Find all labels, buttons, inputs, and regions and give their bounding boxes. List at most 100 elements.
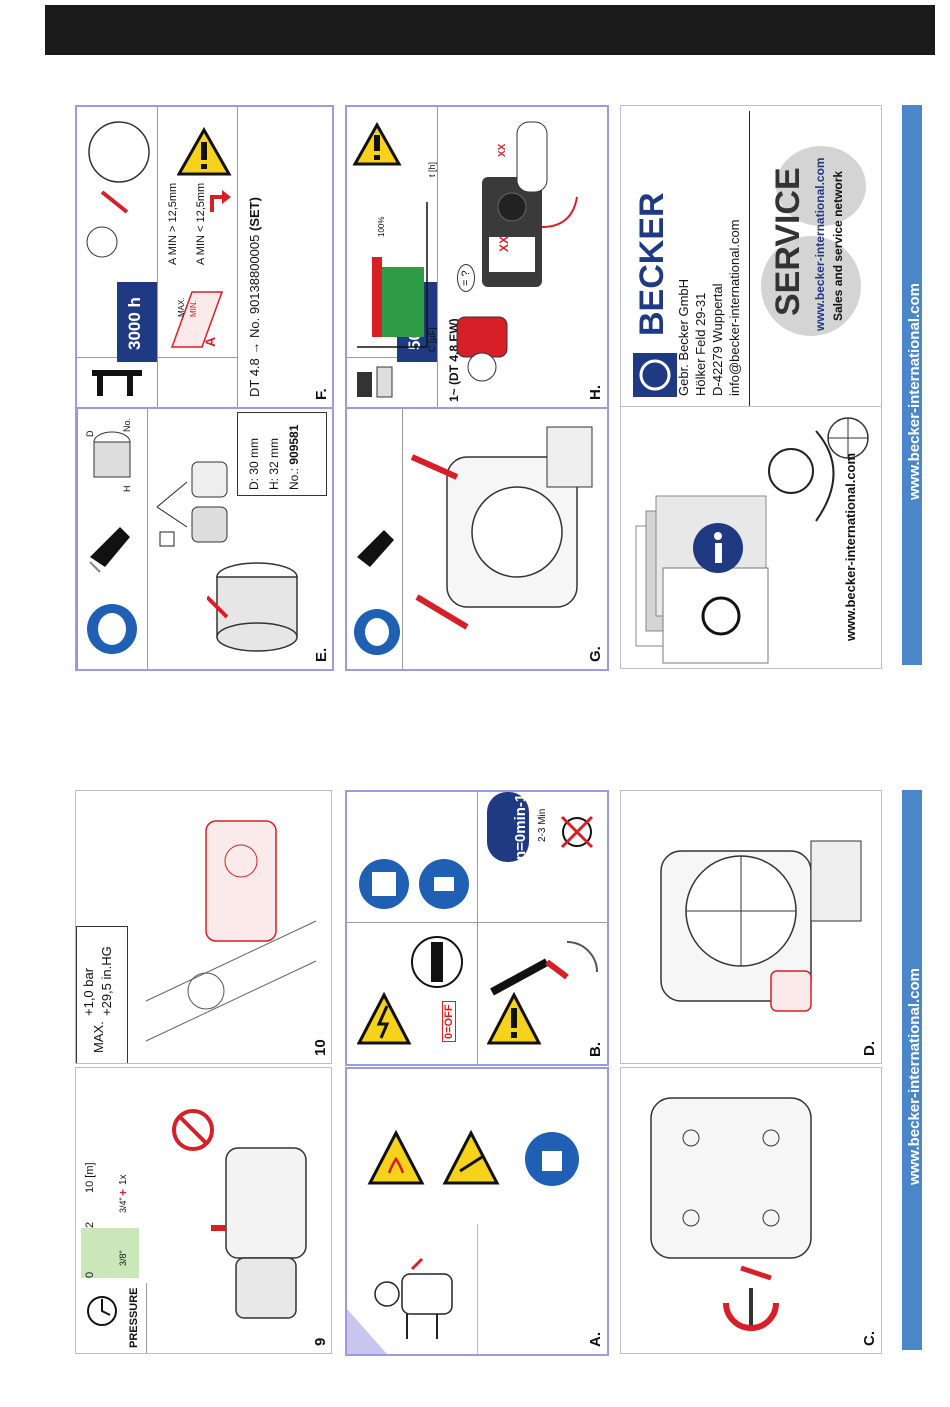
rotating-fan-hand-icon (490, 941, 598, 996)
globe-icon (827, 417, 869, 459)
panel-9-label: 9 (312, 1337, 329, 1346)
timer-no-tools-icon (560, 815, 594, 849)
gauge-drawing (145, 820, 317, 1042)
scale-0: 0 (84, 1271, 96, 1278)
fitting-38: 3/8" (118, 1250, 128, 1266)
icon-h: H (122, 485, 132, 493)
dims-no: No.: 909581 (287, 424, 301, 490)
hand-crush-warning-icon (442, 1129, 500, 1185)
service-url[interactable]: www.becker-international.com (813, 157, 827, 331)
motor-drawing (456, 316, 508, 382)
panel-9: 9 PRESSURE 0 2 10 [m] 3/8" 3/4" + 1x (75, 1067, 332, 1354)
info-url[interactable]: www.becker-international.com (843, 452, 858, 641)
manual-page-icon (662, 567, 769, 664)
panel-f-label: F. (313, 388, 330, 400)
lock-out-icon (419, 859, 469, 909)
electric-warning-icon (357, 992, 412, 1045)
panel-c: C. (620, 1067, 882, 1354)
panel-b-label: B. (587, 1042, 604, 1057)
corner-wedge (347, 1309, 387, 1354)
capacitor-chart (357, 202, 428, 348)
service-title: SERVICE (769, 167, 807, 316)
vane-wear-diagram (170, 291, 224, 348)
scale-10m: 10 [m] (84, 1162, 96, 1193)
set-line: DT 4.8 → No. 90138800005 (SET) (247, 197, 262, 397)
speed-zero-text: n=0min-1 (512, 793, 529, 860)
fitting-34: 3/4" (118, 1197, 128, 1213)
dims-h: H: 32 mm (267, 437, 281, 490)
max-bar: +1,0 bar (81, 967, 96, 1016)
becker-logo-icon (633, 353, 677, 397)
blow-out-drawing (410, 426, 593, 630)
general-warning-icon (487, 992, 542, 1045)
face-protection-icon-g (354, 609, 400, 655)
company: Gebr. Becker GmbH (676, 278, 691, 396)
plus-sign: + (116, 1188, 130, 1196)
scale-2: 2 (84, 1221, 96, 1228)
cap-xx: XX (497, 143, 508, 157)
face-protection-icon (87, 604, 137, 654)
no-hose-icon (172, 1109, 214, 1151)
panel-d-label: D. (861, 1041, 878, 1056)
warning-triangle-icon-h (352, 122, 402, 166)
technician-icon (374, 1257, 453, 1339)
warning-triangle-icon (177, 127, 232, 176)
capacitor-drawing (516, 121, 548, 193)
off-label: 0=OFF (442, 1001, 456, 1042)
panel-d: D. (620, 790, 882, 1064)
icon-d: D (85, 430, 95, 438)
panel-service: BECKER Gebr. Becker GmbH Hölker Feld 29-… (620, 105, 882, 407)
meter-xx: XX (497, 235, 511, 252)
email[interactable]: info@becker-international.com (727, 219, 742, 396)
dims-d: D: 30 mm (247, 437, 261, 490)
panel-10: 10 MAX. +1,0 bar +29,5 in.HG (75, 790, 332, 1064)
cap-axis: C [µF] (427, 327, 437, 352)
panel-h: H. 500 h C [µF] t [h] 100% 1~ (DT 4.8 EW… (345, 105, 609, 409)
percent: 100% (377, 216, 386, 237)
panel-info: www.becker-international.com (620, 405, 882, 669)
footer-right: www.becker-international.com (902, 105, 923, 665)
panel-a-label: A. (587, 1332, 604, 1347)
filter-dims-icon (93, 431, 131, 478)
panel-g: G. (345, 405, 609, 671)
person-icon (768, 430, 835, 522)
capacitor-meter-icon (357, 366, 393, 398)
footer-left-url[interactable]: www.becker-international.com (906, 968, 923, 1185)
service-network: Sales and service network (831, 170, 845, 321)
panel-e-label: E. (313, 647, 330, 662)
panel-f: F. 3000 h A MAX. MIN. A MIN > 12,5mm A M… (75, 105, 334, 409)
cover-removal-drawing (650, 1097, 812, 1331)
amin-gt: A MIN > 12,5mm (167, 182, 179, 265)
wait-time: 2-3 Min (537, 808, 548, 842)
street: Hölker Feld 29-31 (693, 292, 708, 396)
info-icon (693, 523, 743, 573)
filter-elements-drawing (156, 461, 228, 547)
panel-e: E. D H No. D: 30 mm H: 32 mm No.: 909581 (75, 405, 334, 671)
panel-h-label: H. (587, 385, 604, 400)
icon-no: No. (122, 417, 132, 432)
interval-3000: 3000 h (125, 297, 144, 350)
footer-left: www.becker-international.com (902, 790, 923, 1350)
multimeter-drawing (482, 177, 578, 287)
max-label: MAX. (91, 1021, 106, 1053)
main-switch-icon (411, 936, 463, 988)
compressed-air-icon-g (357, 530, 394, 567)
pump-drawing (211, 1147, 307, 1319)
header-bar (45, 5, 935, 55)
compressed-air-icon (89, 527, 130, 573)
filter-cartridge-drawing (207, 562, 298, 652)
gauge-tool-icon (92, 370, 142, 396)
panel-b: B. 0=OFF n=0min-1 2-3 Min (345, 790, 609, 1066)
gloves-mandatory-icon (525, 1132, 579, 1186)
one-x: 1x (118, 1174, 129, 1185)
vane-min: MIN. (189, 300, 198, 317)
brand: BECKER (633, 192, 671, 336)
unplug-icon (359, 859, 409, 909)
rotor-drawing (86, 121, 150, 258)
panel-a: A. (345, 1067, 609, 1356)
city: D-42279 Wuppertal (710, 283, 725, 397)
hot-surface-warning-icon (367, 1129, 425, 1185)
world-map-bg (761, 146, 866, 336)
footer-right-url[interactable]: www.becker-international.com (906, 283, 923, 500)
red-arrow-icon (210, 190, 231, 212)
